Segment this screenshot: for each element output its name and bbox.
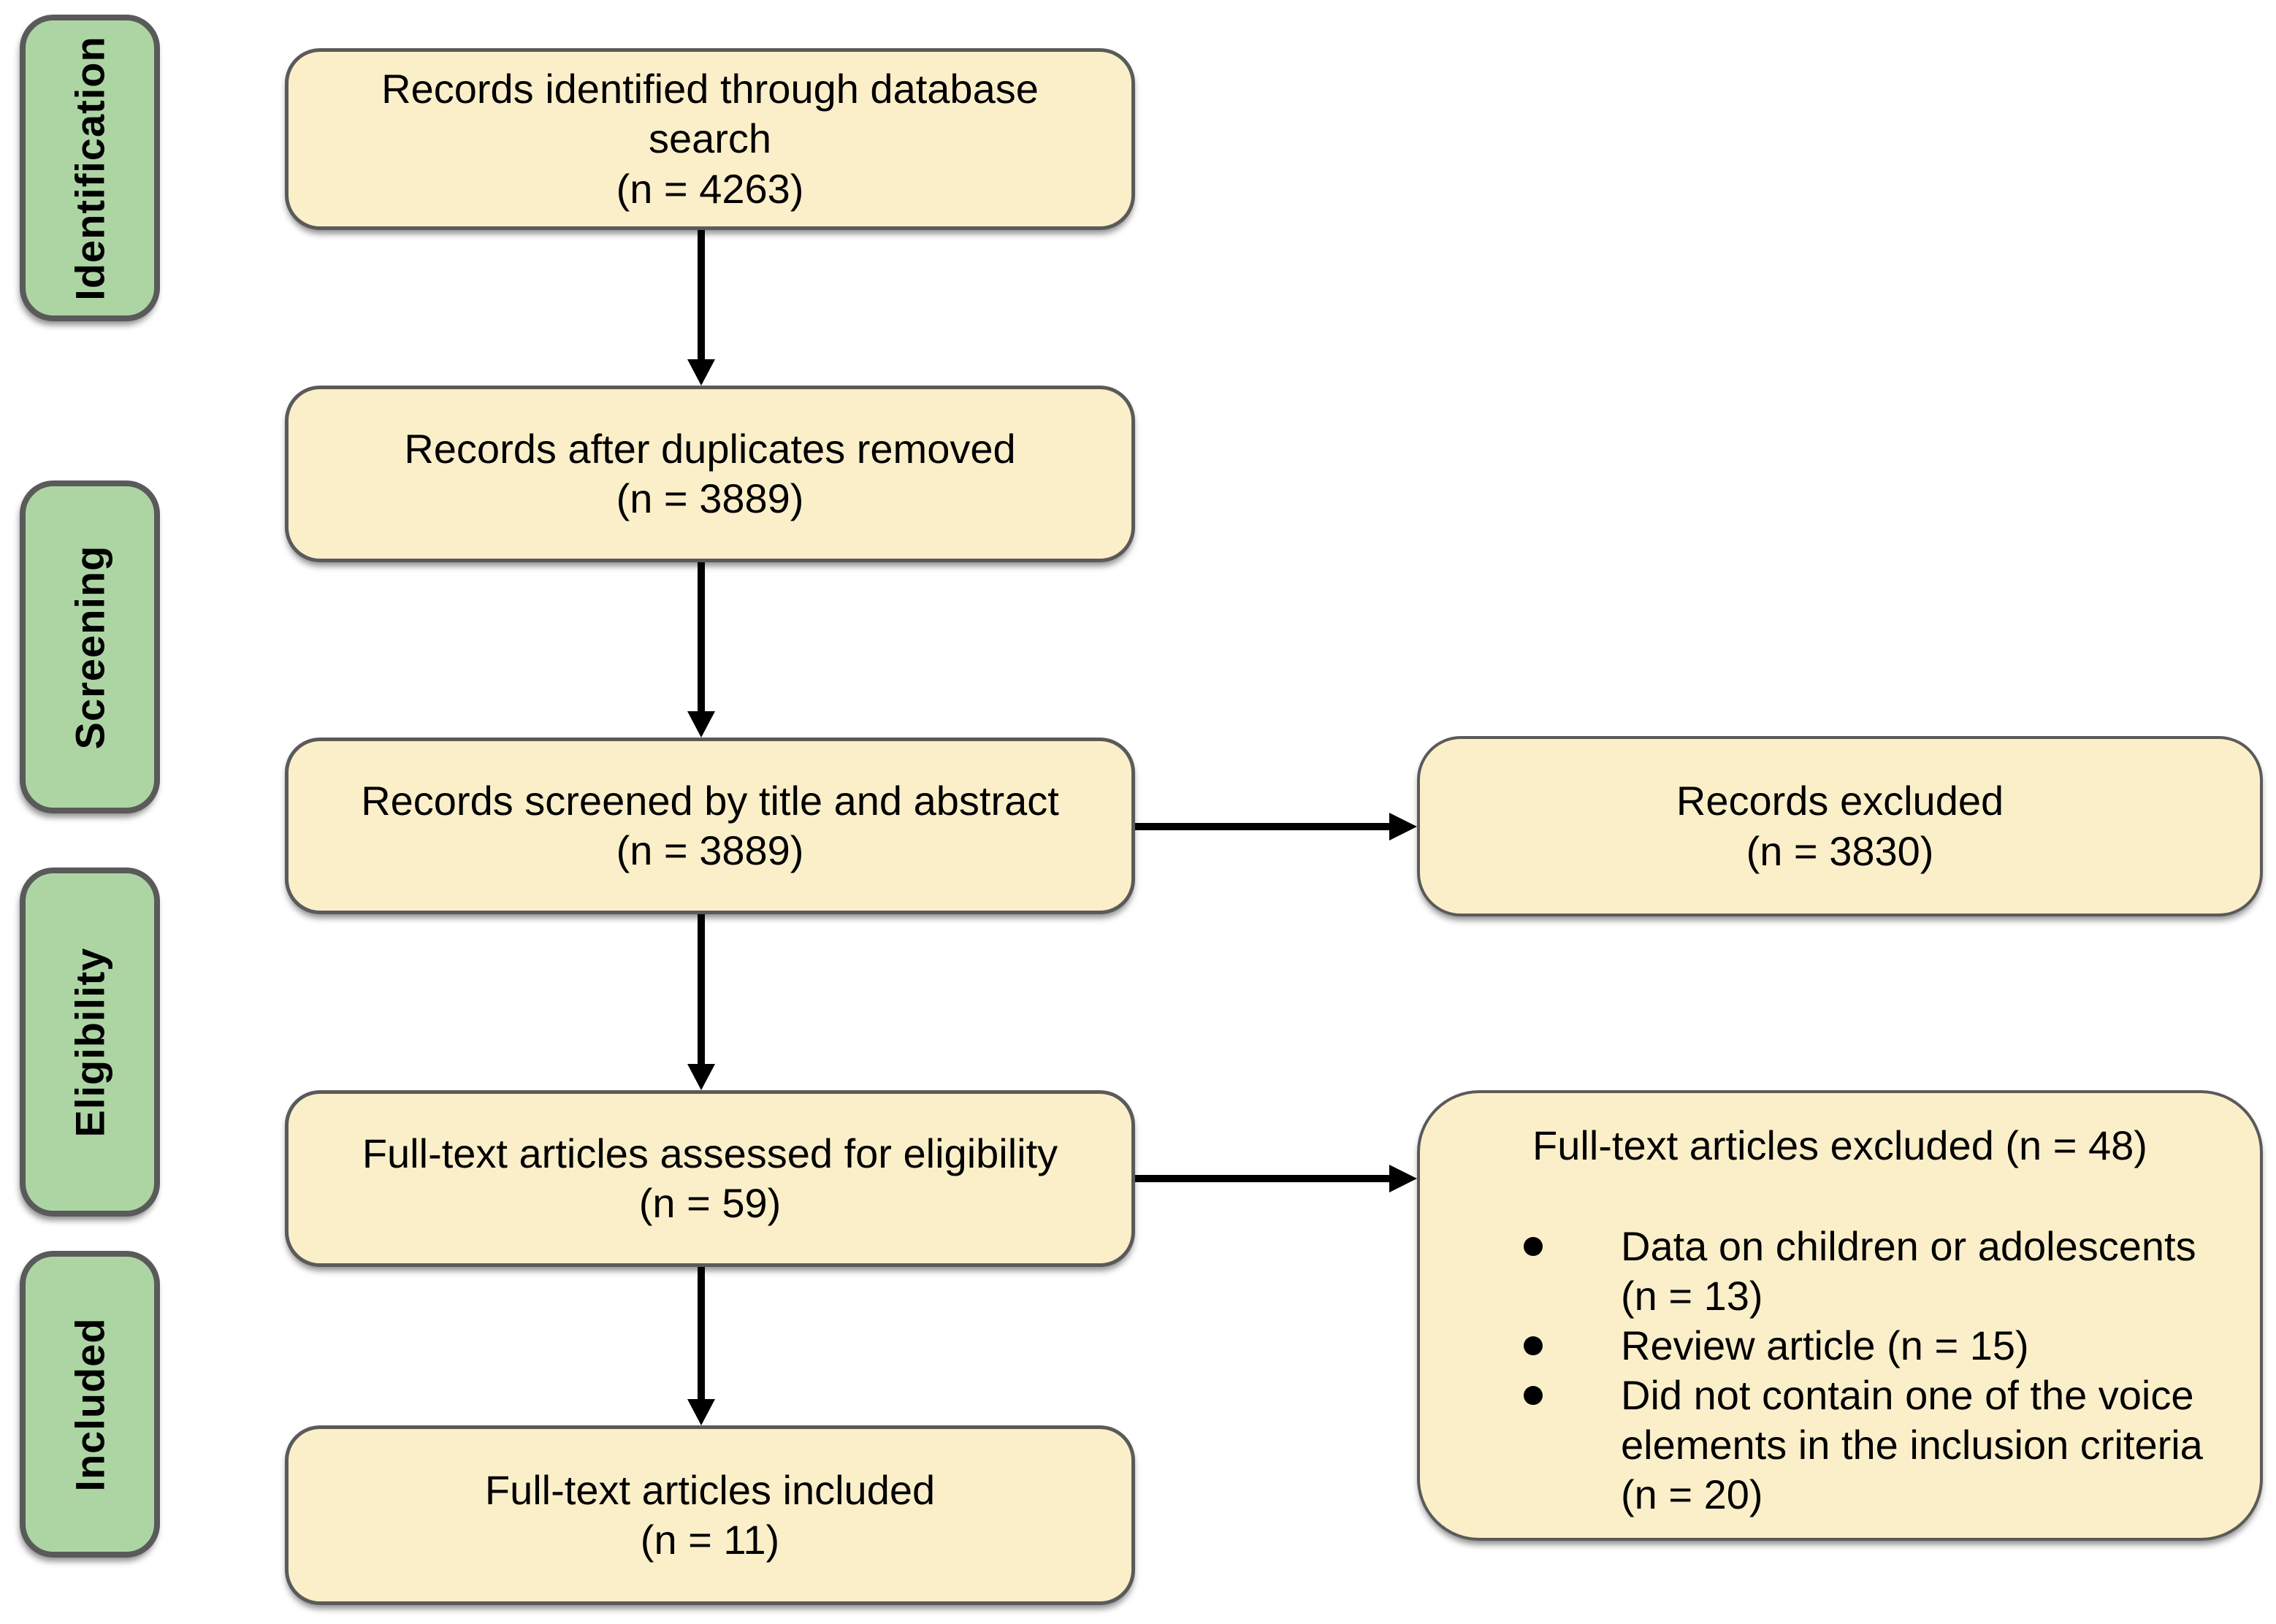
box-fulltext-excluded: Full-text articles excluded (n = 48) Dat…: [1417, 1090, 2263, 1541]
box-records-screened-count: (n = 3889): [616, 827, 804, 873]
box-records-excluded-label: Records excluded: [1676, 778, 2004, 824]
box-records-excluded-count: (n = 3830): [1746, 827, 1934, 874]
arrow-line-identified-to-duplicates: [698, 230, 705, 361]
stage-screening: Screening: [20, 480, 160, 813]
box-records-screened-label: Records screened by title and abstract: [361, 777, 1059, 824]
arrow-line-screened-to-excluded: [1135, 823, 1392, 830]
box-fulltext-assessed-label: Full-text articles assessed for eligibil…: [362, 1130, 1058, 1176]
stage-eligibility: Eligibility: [20, 867, 160, 1217]
arrow-line-assessed-to-included: [698, 1267, 705, 1401]
box-duplicates-removed: Records after duplicates removed (n = 38…: [285, 386, 1135, 562]
box-fulltext-assessed-count: (n = 59): [638, 1180, 782, 1226]
exclusion-reason: Data on children or adolescents (n = 13): [1621, 1223, 2196, 1320]
stage-eligibility-label: Eligibility: [66, 947, 113, 1137]
arrow-head-down-icon: [687, 711, 715, 738]
box-duplicates-removed-label: Records after duplicates removed: [404, 425, 1016, 472]
box-records-screened: Records screened by title and abstract (…: [285, 738, 1135, 914]
box-fulltext-included-label: Full-text articles included: [484, 1466, 936, 1513]
box-fulltext-assessed: Full-text articles assessed for eligibil…: [285, 1090, 1135, 1267]
arrow-line-assessed-to-fulltext-excluded: [1135, 1175, 1392, 1182]
list-item: Review article (n = 15): [1420, 1321, 2260, 1371]
box-fulltext-included-count: (n = 11): [640, 1517, 780, 1563]
exclusion-reason: Review article (n = 15): [1621, 1322, 2029, 1369]
box-records-identified-label: Records identified through database sear…: [381, 66, 1039, 162]
box-records-excluded: Records excluded (n = 3830): [1417, 736, 2263, 916]
bullet-dot-icon: [1524, 1386, 1543, 1406]
arrow-line-screened-to-assessed: [698, 914, 705, 1065]
arrow-line-duplicates-to-screened: [698, 562, 705, 713]
box-fulltext-included: Full-text articles included (n = 11): [285, 1425, 1135, 1605]
arrow-head-right-icon: [1389, 1165, 1417, 1192]
bullet-dot-icon: [1524, 1237, 1543, 1257]
stage-included-label: Included: [66, 1317, 113, 1492]
box-records-identified: Records identified through database sear…: [285, 48, 1135, 230]
stage-identification: Identification: [20, 15, 160, 321]
box-fulltext-excluded-header: Full-text articles excluded (n = 48): [1532, 1122, 2147, 1168]
stage-included: Included: [20, 1251, 160, 1558]
bullet-dot-icon: [1524, 1336, 1543, 1356]
exclusion-reason: Did not contain one of the voice element…: [1621, 1372, 2203, 1518]
arrow-head-right-icon: [1389, 813, 1417, 840]
arrow-head-down-icon: [687, 359, 715, 386]
arrow-head-down-icon: [687, 1064, 715, 1090]
arrow-head-down-icon: [687, 1399, 715, 1425]
box-duplicates-removed-count: (n = 3889): [616, 475, 804, 521]
stage-screening-label: Screening: [66, 545, 113, 749]
exclusion-reason-list: Data on children or adolescents (n = 13)…: [1420, 1222, 2260, 1520]
list-item: Data on children or adolescents (n = 13): [1420, 1222, 2260, 1321]
stage-identification-label: Identification: [66, 35, 113, 301]
list-item: Did not contain one of the voice element…: [1420, 1371, 2260, 1520]
box-records-identified-count: (n = 4263): [616, 165, 804, 212]
